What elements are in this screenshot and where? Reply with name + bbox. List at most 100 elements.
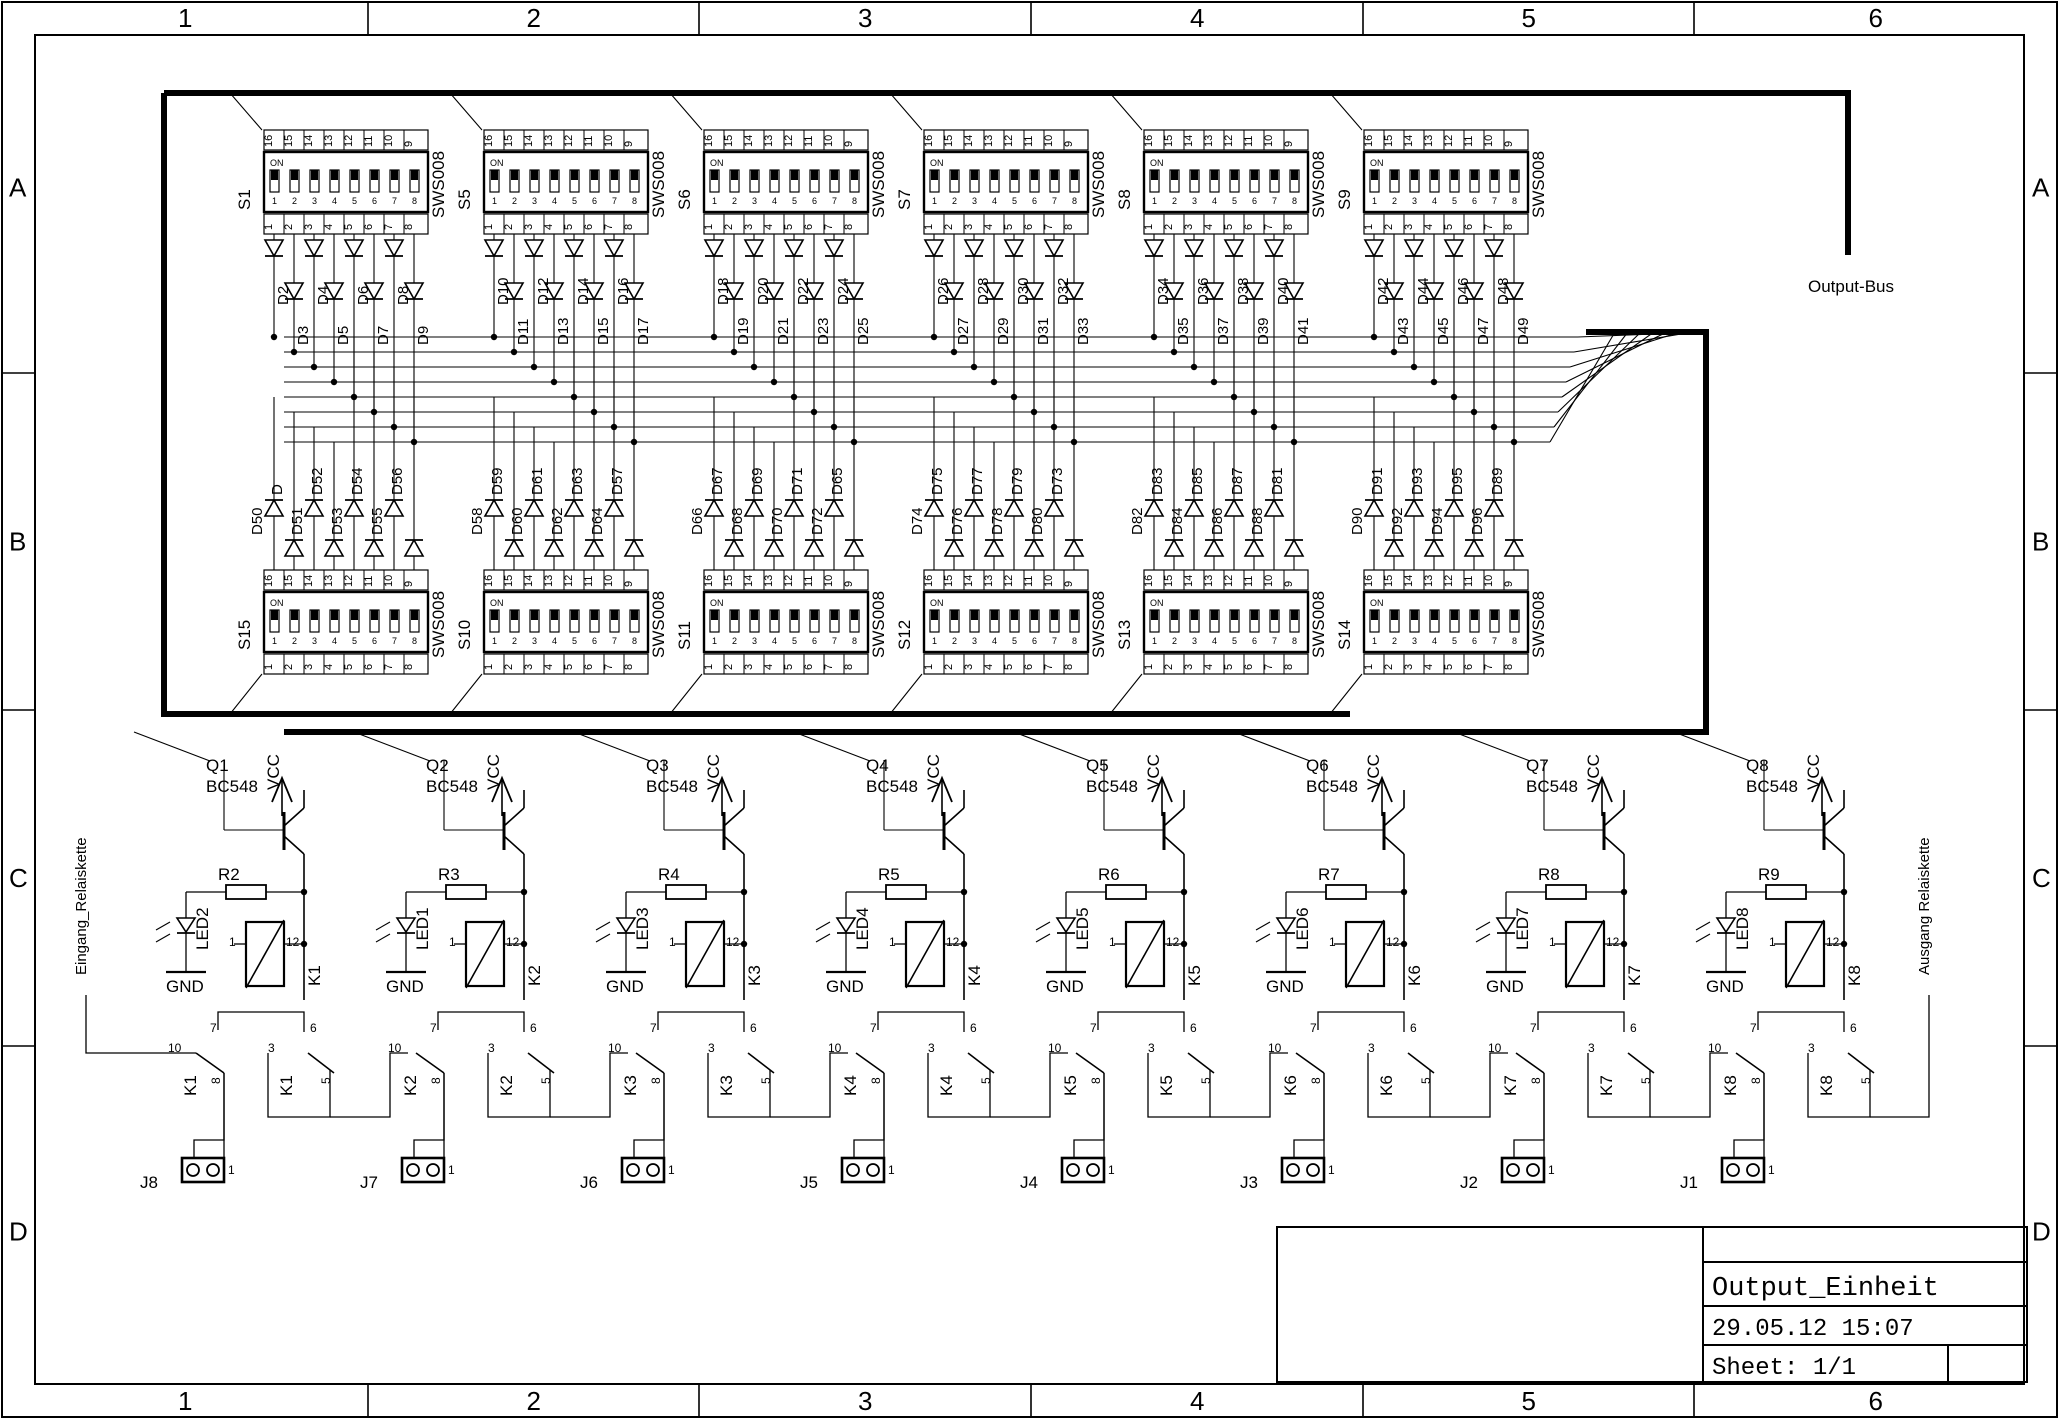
- switch-knob: [771, 610, 778, 620]
- pin-number: 4: [992, 636, 997, 646]
- switch-knob: [351, 610, 358, 620]
- transistor-reference: Q8: [1746, 756, 1769, 775]
- resistor-reference: R3: [438, 865, 460, 884]
- diode-label-D73: D73: [1049, 467, 1066, 495]
- pin-number: 5: [1223, 664, 1235, 670]
- contact-pin: 8: [1529, 1077, 1543, 1084]
- relay-reference: K7: [1625, 965, 1644, 986]
- pin-number: 8: [623, 664, 635, 670]
- wire: [267, 1053, 331, 1118]
- switch-knob: [1511, 170, 1518, 180]
- input-chain-label: Eingang_Relaiskette: [73, 837, 90, 975]
- diode-label-D4: D4: [315, 286, 332, 305]
- bus-tap: [1109, 92, 1143, 131]
- pin-number: 1: [483, 664, 495, 670]
- pin-number: 8: [1063, 224, 1075, 230]
- pin-number: 4: [763, 224, 775, 230]
- diode-label-D56: D56: [389, 467, 406, 495]
- base-tap: [133, 731, 211, 762]
- resistor-reference: R5: [878, 865, 900, 884]
- pin-number: 11: [583, 576, 595, 587]
- pin-number: 5: [1443, 224, 1455, 230]
- pin-number: 5: [1452, 196, 1457, 206]
- relay-reference: K5: [1185, 965, 1204, 986]
- pin-number: 3: [972, 196, 977, 206]
- pin-number: 6: [363, 664, 375, 670]
- switch-body: [482, 590, 650, 654]
- relay-reference: K2: [525, 965, 544, 986]
- contact-pin: 10: [1488, 1041, 1502, 1055]
- contact-reference-a: K6: [1281, 1075, 1300, 1096]
- diode-body: [1183, 498, 1205, 517]
- transistor-reference: Q4: [866, 756, 889, 775]
- junction-dot: [740, 940, 748, 948]
- diode-body: [563, 498, 585, 517]
- led-ray: [815, 933, 831, 943]
- pin-number: 7: [603, 664, 615, 670]
- base-tap: [573, 731, 651, 762]
- led-ray: [1255, 933, 1271, 943]
- pin-number: 15: [503, 135, 515, 147]
- pin-number: 11: [1463, 136, 1475, 147]
- pin-number: 3: [752, 196, 757, 206]
- diode-label-D89: D89: [1489, 467, 1506, 495]
- resistor: [885, 884, 927, 900]
- pin-number: 6: [372, 196, 377, 206]
- pin-number: 6: [372, 636, 377, 646]
- on-label: ON: [270, 158, 284, 168]
- coil-pin: 1: [1549, 935, 1556, 949]
- pin-number: 7: [823, 664, 835, 670]
- pin-number: 2: [943, 224, 955, 230]
- diode-body: [1403, 498, 1425, 517]
- bus-fanout: [1573, 331, 1694, 353]
- switch-knob: [611, 610, 618, 620]
- diode-label-D11: D11: [515, 319, 532, 345]
- bus-tap: [1329, 673, 1363, 715]
- switch-reference: S12: [895, 620, 914, 650]
- diode-label-D9: D9: [415, 326, 432, 345]
- gnd-label: GND: [1266, 977, 1304, 996]
- diode-label-D40: D40: [1275, 277, 1292, 305]
- pin-number: 3: [743, 664, 755, 670]
- switch-knob: [391, 610, 398, 620]
- bus-tap: [889, 673, 923, 715]
- pin-number: 12: [783, 135, 795, 147]
- pin-number: 12: [563, 575, 575, 587]
- switch-knob: [571, 170, 578, 180]
- diode-body: [1463, 282, 1485, 301]
- pin-number: 6: [1032, 196, 1037, 206]
- pin-number: 4: [552, 636, 557, 646]
- diode-body: [1463, 538, 1485, 557]
- transistor-reference: Q1: [206, 756, 229, 775]
- diode-body: [1023, 538, 1045, 557]
- wire: [487, 1053, 551, 1118]
- diode-body: [363, 538, 385, 557]
- pin-number: 3: [1412, 636, 1417, 646]
- switch-knob: [751, 610, 758, 620]
- diode-body: [803, 538, 825, 557]
- pin-number: 8: [1063, 664, 1075, 670]
- pin-number: 5: [572, 636, 577, 646]
- diode-body: [343, 498, 365, 517]
- diode-body: [1163, 538, 1185, 557]
- diode-body: [303, 239, 325, 258]
- diode-body: [963, 239, 985, 258]
- contact-pin: 10: [168, 1041, 182, 1055]
- diode-body: [843, 282, 865, 301]
- bus-tap: [229, 92, 263, 131]
- switch-knob: [631, 610, 638, 620]
- transistor-type: BC548: [426, 777, 478, 796]
- pin-number: 7: [392, 196, 397, 206]
- resistor: [225, 884, 267, 900]
- pin-number: 8: [1292, 636, 1297, 646]
- chain-wire: [330, 1052, 408, 1118]
- diode-body: [703, 498, 725, 517]
- on-label: ON: [710, 158, 724, 168]
- junction-dot: [960, 888, 968, 896]
- pin-number: 6: [1472, 636, 1477, 646]
- contact-arm-a: [1515, 1052, 1545, 1074]
- pin-number: 7: [832, 196, 837, 206]
